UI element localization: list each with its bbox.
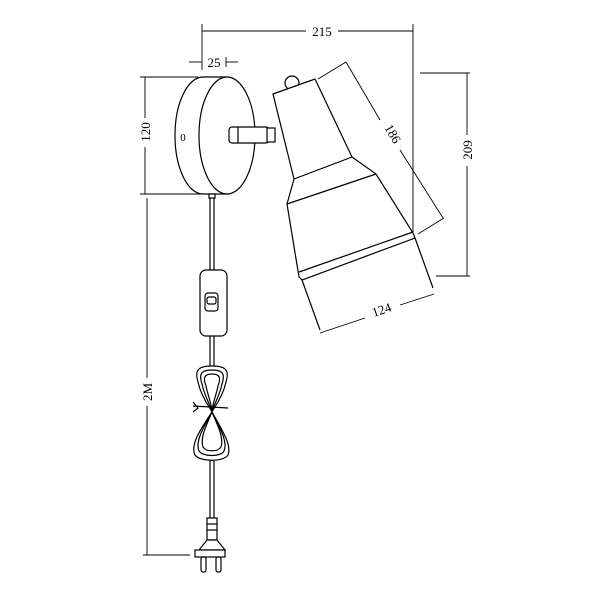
dim-215-label: 215 xyxy=(312,24,332,39)
euro-plug xyxy=(194,517,227,573)
base-marking: 0 xyxy=(180,132,186,144)
lamp-shade xyxy=(272,75,434,331)
dim-25-label: 25 xyxy=(208,55,221,70)
dim-base-height: 120 xyxy=(138,76,215,195)
dim-2m-label: 2M xyxy=(140,383,155,402)
dim-overall-width: 215 xyxy=(201,24,414,232)
mounting-arm xyxy=(228,126,276,144)
dim-cord-length: 2M xyxy=(140,198,190,556)
dim-120-label: 120 xyxy=(138,122,153,142)
wall-base: 0 xyxy=(174,76,256,195)
coiled-cord xyxy=(192,365,230,461)
dim-overall-height: 209 xyxy=(420,72,475,277)
dim-base-depth: 25 xyxy=(189,55,238,70)
dim-124-label: 124 xyxy=(370,299,394,320)
power-cord xyxy=(192,193,230,573)
dim-186-label: 186 xyxy=(382,122,405,147)
dim-209-label: 209 xyxy=(460,140,475,160)
dim-shade-diameter: 124 xyxy=(319,293,435,334)
